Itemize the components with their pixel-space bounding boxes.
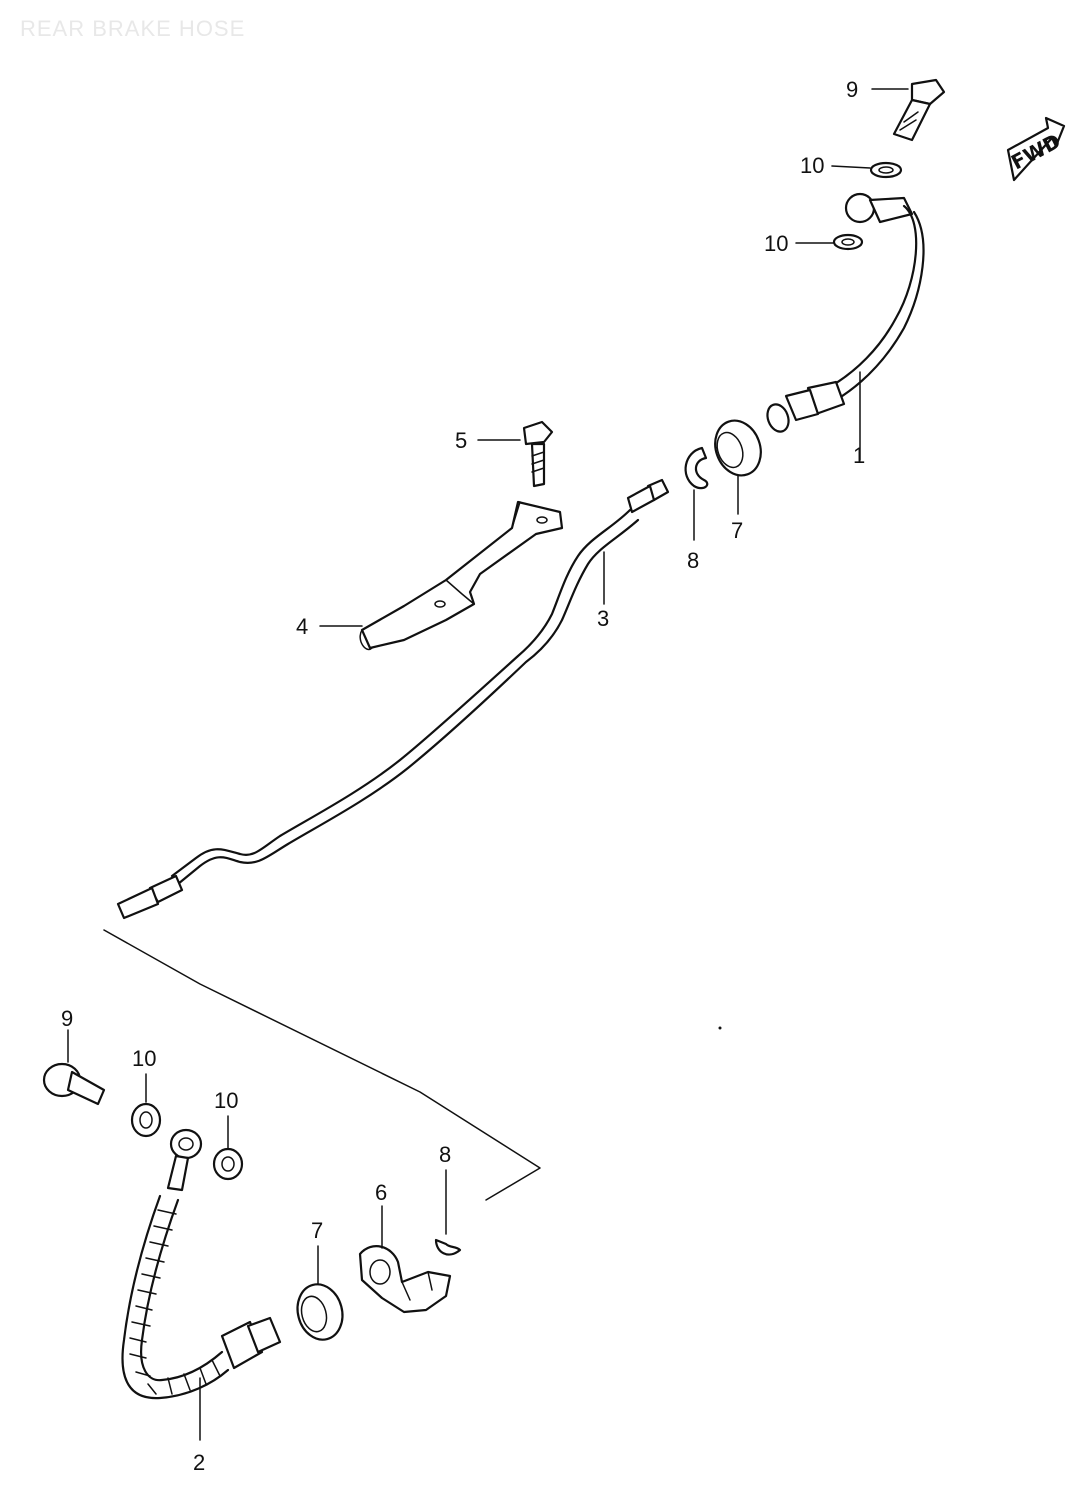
callout-1: 1: [853, 443, 865, 468]
callout-8-bottom: 8: [439, 1142, 451, 1167]
washer-hole-top-b: [841, 238, 855, 246]
callout-5: 5: [455, 428, 467, 453]
e-clip-bottom[interactable]: [434, 1238, 462, 1256]
callout-8-top: 8: [687, 548, 699, 573]
gasket-washer-bottom-b[interactable]: [212, 1147, 244, 1181]
callout-10-bottom-b: 10: [214, 1088, 238, 1113]
callout-4: 4: [296, 614, 308, 639]
callout-6: 6: [375, 1180, 387, 1205]
washer-hole-top-a: [878, 166, 894, 174]
pipe-clamp[interactable]: [359, 500, 564, 651]
grommet-top[interactable]: [708, 414, 768, 482]
washer-hole-bottom-b: [221, 1156, 235, 1172]
upper-brake-hose[interactable]: [764, 192, 925, 435]
callout-2: 2: [193, 1450, 205, 1475]
gasket-washer-top-b[interactable]: [832, 233, 864, 251]
grommet-bottom[interactable]: [292, 1279, 349, 1344]
assembly-reference-line: [103, 929, 541, 1201]
hose-bracket[interactable]: [358, 1245, 452, 1314]
e-clip-top[interactable]: [684, 446, 709, 490]
callout-3: 3: [597, 606, 609, 631]
stray-mark: [718, 1026, 722, 1030]
gasket-washer-top-a[interactable]: [869, 161, 903, 179]
gasket-washer-bottom-a[interactable]: [130, 1102, 162, 1138]
callout-9-top: 9: [846, 77, 858, 102]
union-bolt-top[interactable]: [892, 78, 946, 142]
union-bolt-bottom[interactable]: [42, 1062, 106, 1106]
diagram-title: REAR BRAKE HOSE: [20, 16, 246, 41]
callout-7-top: 7: [731, 518, 743, 543]
leader-10-top-a: [831, 165, 871, 169]
callout-9-bottom: 9: [61, 1006, 73, 1031]
callout-10-top-b: 10: [764, 231, 788, 256]
washer-hole-bottom-a: [139, 1111, 153, 1129]
lower-brake-hose[interactable]: [121, 1128, 282, 1400]
callout-10-top-a: 10: [800, 153, 824, 178]
brake-pipe[interactable]: [116, 478, 670, 920]
callout-10-bottom-a: 10: [132, 1046, 156, 1071]
bolt-5[interactable]: [522, 420, 554, 488]
forward-direction-arrow-icon: FWD: [1006, 116, 1066, 182]
callout-7-bottom: 7: [311, 1218, 323, 1243]
